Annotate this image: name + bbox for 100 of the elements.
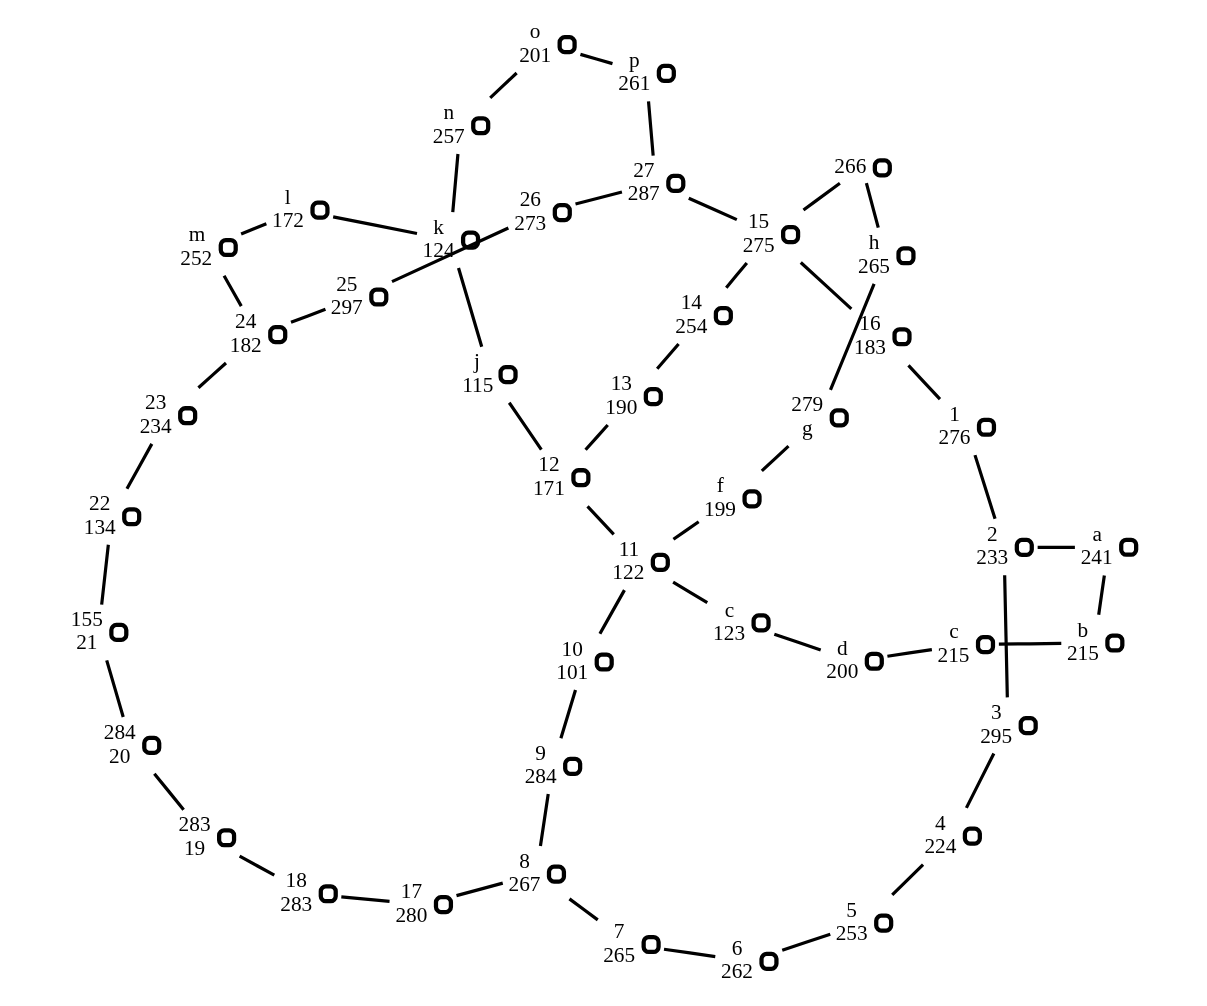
connector: [1037, 545, 1075, 549]
connector: [887, 647, 933, 658]
connector: [799, 261, 853, 311]
connector: [568, 897, 599, 922]
node-circle: [759, 951, 779, 971]
node-circle: [109, 622, 129, 642]
connector: [973, 454, 997, 520]
connector: [197, 361, 228, 389]
node-label: f: [716, 473, 724, 498]
node-label: 11: [618, 536, 640, 561]
connector: [760, 445, 790, 473]
node-circle: [1105, 633, 1125, 653]
node-label: 25: [336, 271, 358, 296]
node-label: o: [529, 19, 541, 44]
node-label: 7: [613, 919, 625, 944]
node-circle: [713, 306, 733, 326]
node-circle: [864, 651, 884, 671]
connector: [1003, 575, 1009, 698]
connector: [891, 863, 925, 896]
node-circle: [142, 735, 162, 756]
node-circle: [742, 489, 762, 509]
node-label: 14: [680, 290, 703, 315]
connector: [100, 544, 110, 605]
node-label: 24: [235, 309, 257, 334]
node-label: 287: [627, 181, 660, 206]
node-circle: [896, 246, 916, 266]
node-label: 23: [145, 390, 167, 415]
node-circle: [976, 417, 997, 437]
node-label: 284: [524, 764, 557, 789]
node-label: c: [949, 619, 959, 644]
node-label: 267: [508, 872, 541, 897]
connector: [238, 854, 276, 877]
node-label: 15: [747, 209, 770, 234]
node-label: 2: [986, 521, 998, 546]
node-circle: [781, 224, 801, 245]
node-label: 224: [924, 834, 957, 859]
node-label: n: [443, 100, 455, 125]
connector: [829, 283, 876, 391]
connector: [598, 589, 626, 635]
connector: [507, 401, 543, 451]
node-circle: [872, 158, 892, 178]
node-label: 19: [183, 835, 206, 860]
node-label: 190: [605, 394, 638, 419]
connector: [489, 71, 518, 99]
node-label: 123: [713, 620, 746, 645]
node-circle: [962, 826, 982, 846]
node-circle: [643, 387, 663, 407]
node-circle: [471, 116, 491, 136]
node-circle: [650, 552, 670, 572]
node-label: 283: [178, 812, 211, 837]
connector: [391, 226, 510, 284]
node-label: 3: [990, 700, 1002, 725]
connector: [586, 505, 615, 536]
connector: [672, 520, 700, 541]
node-label: 279: [791, 392, 824, 417]
node-circle: [546, 864, 567, 884]
node-circle: [498, 365, 518, 385]
connector: [451, 153, 460, 213]
node-label: 22: [89, 491, 111, 516]
connector: [672, 580, 709, 605]
node-label: 16: [859, 311, 881, 336]
node-label: 101: [556, 660, 589, 685]
node-label: a: [1092, 521, 1102, 546]
node-label: 280: [395, 902, 428, 927]
node-label: 261: [618, 71, 651, 96]
connector: [584, 423, 609, 451]
node-label: 254: [675, 313, 708, 338]
node-label: 26: [519, 187, 541, 212]
node-label: 1: [949, 401, 960, 426]
node-circle: [460, 230, 481, 250]
node-label: 18: [285, 868, 307, 893]
node-circle: [656, 63, 676, 83]
node-circle: [268, 325, 288, 345]
node-circle: [874, 913, 894, 933]
node-label: 266: [834, 154, 867, 179]
node-label: 13: [610, 371, 632, 396]
node-circle: [178, 406, 198, 426]
node-label: j: [473, 349, 480, 374]
node-label: 183: [854, 334, 886, 359]
node-label: b: [1077, 617, 1089, 642]
node-label: 234: [139, 413, 172, 438]
connector: [656, 342, 680, 370]
connector: [579, 52, 613, 66]
node-circle: [318, 884, 338, 904]
node-label: 275: [742, 232, 775, 257]
node-label: h: [868, 230, 880, 255]
node-label: 182: [229, 332, 262, 357]
node-circle: [310, 200, 330, 220]
node-label: 265: [858, 253, 890, 278]
node-label: 9: [535, 740, 547, 765]
node-label: k: [433, 214, 444, 239]
node-label: 20: [109, 743, 131, 768]
connector: [457, 267, 484, 348]
node-label: 27: [633, 157, 655, 182]
node-label: d: [837, 635, 848, 660]
node-label: 10: [561, 636, 583, 661]
node-circle: [122, 507, 142, 527]
node-label: 233: [976, 545, 1009, 570]
node-label: p: [629, 47, 640, 72]
node-circle: [829, 408, 849, 428]
